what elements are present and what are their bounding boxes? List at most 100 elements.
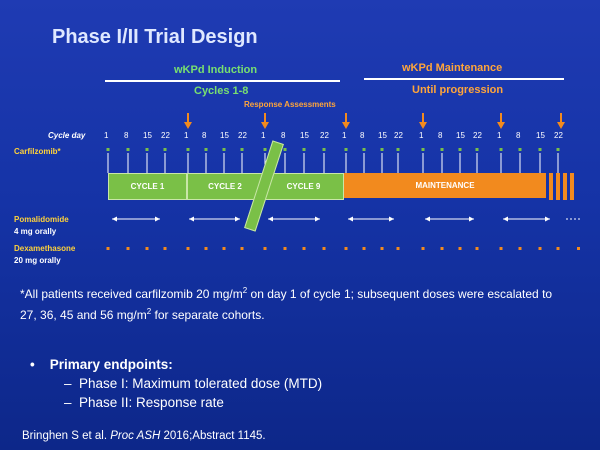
dexamethasone-dose-dot [518,247,522,250]
response-assessment-arrowhead [419,122,427,129]
arrowhead [189,216,194,222]
carfilzomib-dose-dot [475,148,479,151]
induction-cycles-label: Cycles 1-8 [194,85,249,97]
maintenance-continuation-stripe [570,173,574,200]
arrowhead [268,216,273,222]
pomalidomide-dose: 4 mg orally [14,227,57,236]
carfilzomib-dose-dot [204,148,208,151]
carfilzomib-dose-dot [362,148,366,151]
cycle-9-label: CYCLE 9 [286,182,321,191]
carfilzomib-dose-dot [240,148,244,151]
induction-label: wKPd Induction [174,64,258,76]
dexamethasone-dose-dot [186,247,190,250]
response-assessment-arrowhead [342,122,350,129]
endpoint-item: – Phase II: Response rate [64,395,224,410]
maintenance-bar: MAINTENANCE [344,173,546,198]
arrowhead [155,216,160,222]
dexamethasone-dose-dot [556,247,560,250]
carfilzomib-dose-dot [106,148,110,151]
cycle-day-number: 15 [378,131,387,140]
cycle-day-number: 1 [261,131,266,140]
cycle-2-label: CYCLE 2 [208,182,242,191]
carfilzomib-dose-dot [499,148,503,151]
response-assessment-arrowhead [557,122,565,129]
dexamethasone-dose-dot [440,247,444,250]
carfilzomib-dose-dot [380,148,384,151]
carfilzomib-dose-dot [283,148,287,151]
carfilzomib-dose-dot [222,148,226,151]
arrowhead [348,216,353,222]
cycle-day-number: 22 [394,131,403,140]
maintenance-continuation-stripe [549,173,553,200]
dexamethasone-dose-dot [263,247,267,250]
cycle-2-bar: CYCLE 2 [187,173,263,200]
cycle-day-number: 22 [554,131,563,140]
dexamethasone-dose-dot [344,247,348,250]
arrowhead [503,216,508,222]
response-assessment-arrowhead [497,122,505,129]
cycle-day-number: 8 [202,131,207,140]
dexamethasone-dose-dot [204,247,208,250]
response-assessments-label: Response Assessments [244,100,336,109]
dexamethasone-dose-dot [302,247,306,250]
carfilzomib-dose-dot [302,148,306,151]
carfilzomib-dose-dot [518,148,522,151]
carfilzomib-dose-dot [186,148,190,151]
carfilzomib-dose-dot [126,148,130,151]
dexamethasone-dose-dot [106,247,110,250]
dexamethasone-dose-dot [538,247,542,250]
dexamethasone-dose-dot [126,247,130,250]
maintenance-bar-label: MAINTENANCE [415,181,475,190]
cycle-day-number: 22 [238,131,247,140]
induction-bracket-line [105,80,340,82]
dexamethasone-dose-dot [577,247,580,250]
cycle-9-bar: CYCLE 9 [263,173,344,200]
arrowhead [235,216,240,222]
carfilzomib-dose-dot [421,148,425,151]
maintenance-continuation-stripe [563,173,567,200]
cycle-1-label: CYCLE 1 [130,182,165,191]
dexamethasone-dose-dot [322,247,326,250]
dexamethasone-dose-dot [145,247,149,250]
arrowhead [315,216,320,222]
cycle-day-number: 1 [342,131,347,140]
maintenance-bracket-line [364,78,564,80]
carfilzomib-dose-dot [145,148,149,151]
dexamethasone-dose-dot [396,247,400,250]
maintenance-label: wKPd Maintenance [402,62,503,74]
cycle-day-label: Cycle day [48,131,86,140]
dexamethasone-dose-dot [362,247,366,250]
arrowhead [545,216,550,222]
arrowhead [112,216,117,222]
reference-citation: Bringhen S et al. Proc ASH 2016;Abstract… [22,430,266,442]
carfilzomib-dose-dot [440,148,444,151]
carfilzomib-dose-dot [263,148,267,151]
cycle-day-number: 1 [497,131,502,140]
maintenance-duration-label: Until progression [412,84,504,96]
dexamethasone-dose-dot [240,247,244,250]
cycle-day-number: 8 [516,131,521,140]
arrowhead [469,216,474,222]
endpoint-item: – Phase I: Maximum tolerated dose (MTD) [64,376,323,391]
cycle-day-number: 8 [438,131,443,140]
dexamethasone-dose-dot [163,247,167,250]
cycle-day-number: 15 [143,131,152,140]
response-assessment-arrowhead [261,122,269,129]
carfilzomib-dose-dot [322,148,326,151]
dexamethasone-dose-dot [380,247,384,250]
cycle-day-number: 22 [473,131,482,140]
pomalidomide-label: Pomalidomide [14,215,69,224]
dosing-footnote: *All patients received carfilzomib 20 mg… [20,286,553,322]
carfilzomib-dose-dot [344,148,348,151]
slide-title: Phase I/II Trial Design [52,26,258,48]
cycle-day-number: 8 [360,131,365,140]
dexamethasone-dose-dot [283,247,287,250]
cycle-day-number: 15 [536,131,545,140]
dexamethasone-dose-dot [421,247,425,250]
response-assessment-arrowhead [184,122,192,129]
carfilzomib-dose-dot [556,148,560,151]
cycle-day-number: 8 [124,131,129,140]
arrowhead [425,216,430,222]
arrowhead [389,216,394,222]
